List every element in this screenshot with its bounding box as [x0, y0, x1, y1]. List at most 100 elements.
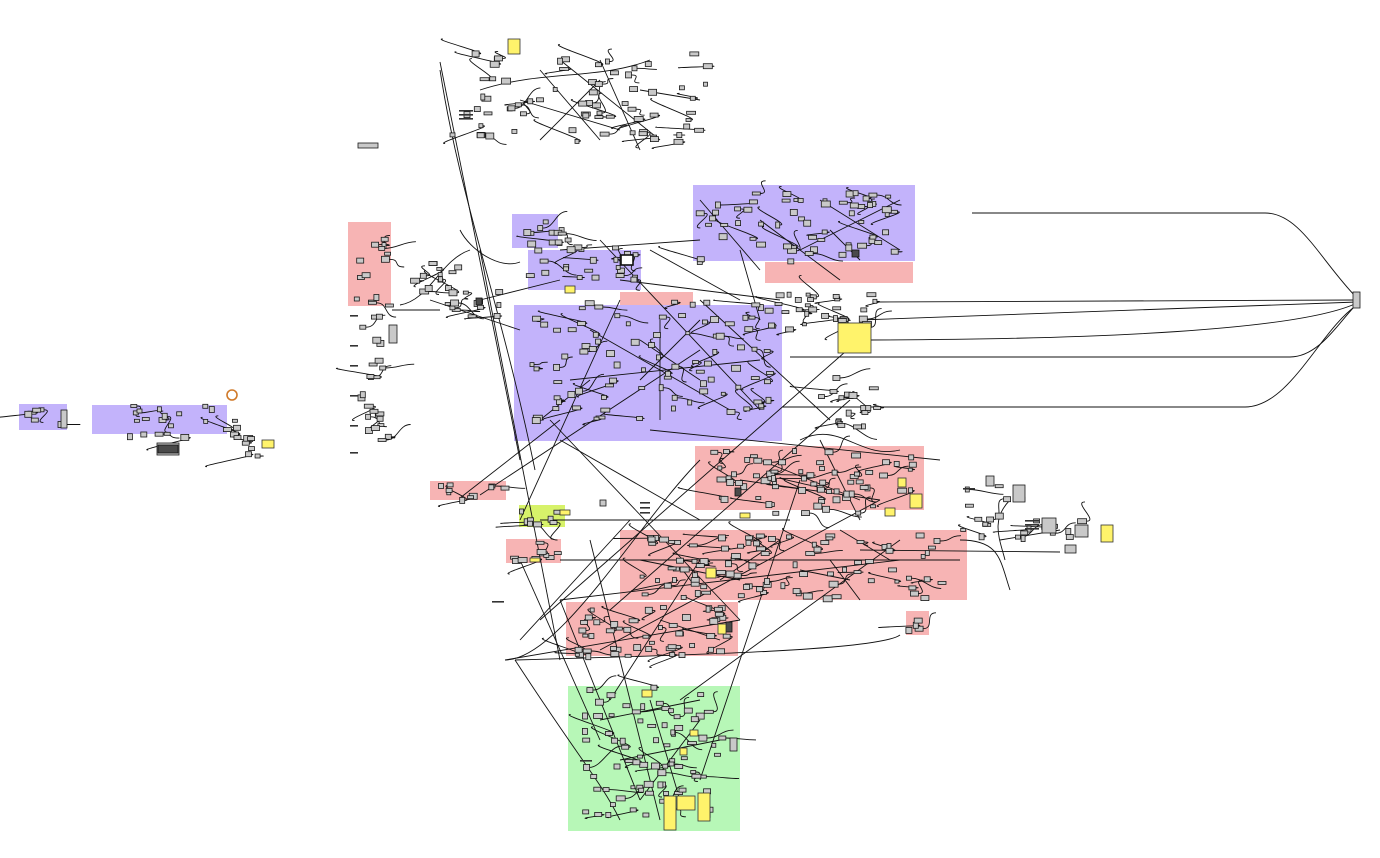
component-node[interactable]	[167, 423, 174, 429]
component-node[interactable]	[894, 579, 900, 584]
component-node[interactable]	[928, 545, 936, 550]
component-node[interactable]	[760, 477, 771, 485]
component-node[interactable]	[848, 490, 855, 498]
component-node[interactable]	[642, 634, 650, 639]
component-node[interactable]	[882, 229, 889, 236]
component-node[interactable]	[445, 487, 453, 493]
component-node[interactable]	[254, 453, 261, 459]
component-node[interactable]	[867, 202, 873, 209]
component-node[interactable]	[694, 590, 701, 597]
component-node[interactable]	[410, 277, 421, 284]
component-node[interactable]	[755, 496, 762, 500]
component-node[interactable]	[645, 790, 654, 796]
component-node[interactable]	[1077, 518, 1087, 525]
component-node[interactable]	[735, 480, 743, 486]
component-node[interactable]	[725, 570, 735, 578]
component-node[interactable]	[847, 479, 855, 485]
component-node[interactable]	[648, 342, 655, 349]
component-node[interactable]	[978, 533, 985, 541]
component-node[interactable]	[446, 482, 454, 488]
component-node[interactable]	[753, 399, 763, 405]
component-node[interactable]	[714, 752, 721, 757]
component-node[interactable]	[810, 481, 818, 487]
component-node[interactable]	[233, 424, 241, 431]
component-node[interactable]	[610, 70, 619, 76]
component-node[interactable]	[483, 111, 493, 116]
component-node[interactable]	[595, 62, 602, 68]
component-node[interactable]	[525, 273, 535, 279]
component-node[interactable]	[1020, 530, 1029, 536]
component-node[interactable]	[161, 412, 168, 420]
component-node[interactable]	[520, 111, 527, 117]
orange-circle-node[interactable]	[226, 389, 238, 401]
component-node[interactable]	[659, 536, 669, 543]
component-node[interactable]	[553, 327, 561, 333]
component-node[interactable]	[865, 469, 874, 475]
yellow-panel[interactable]	[884, 507, 896, 517]
component-node[interactable]	[699, 388, 709, 395]
component-node[interactable]	[785, 326, 794, 333]
component-node[interactable]	[1003, 496, 1011, 503]
component-node[interactable]	[824, 449, 834, 456]
component-node[interactable]	[893, 460, 900, 467]
component-node[interactable]	[579, 348, 589, 355]
component-node[interactable]	[906, 575, 912, 581]
component-node[interactable]	[913, 617, 923, 624]
component-node[interactable]	[1012, 484, 1026, 503]
component-node[interactable]	[154, 431, 164, 437]
component-node[interactable]	[208, 406, 215, 413]
component-node[interactable]	[828, 580, 839, 588]
component-node[interactable]	[593, 619, 601, 626]
component-node[interactable]	[613, 256, 619, 263]
component-node[interactable]	[695, 369, 705, 374]
component-node[interactable]	[845, 244, 853, 252]
component-node[interactable]	[553, 551, 562, 555]
component-node[interactable]	[537, 225, 544, 232]
component-node[interactable]	[833, 488, 840, 495]
component-node[interactable]	[653, 737, 659, 744]
component-node[interactable]	[577, 321, 586, 326]
component-node[interactable]	[751, 191, 761, 196]
component-node[interactable]	[589, 256, 597, 264]
component-node[interactable]	[588, 345, 597, 352]
component-node[interactable]	[494, 55, 503, 62]
component-node[interactable]	[825, 536, 834, 541]
component-node[interactable]	[371, 241, 380, 248]
component-node[interactable]	[765, 501, 773, 509]
component-node[interactable]	[656, 354, 661, 361]
component-node[interactable]	[580, 620, 588, 625]
component-node[interactable]	[1015, 534, 1021, 540]
component-node[interactable]	[611, 737, 618, 744]
component-node[interactable]	[819, 479, 827, 486]
component-node[interactable]	[24, 410, 33, 418]
component-node[interactable]	[436, 266, 443, 271]
component-node[interactable]	[745, 539, 752, 546]
component-node[interactable]	[872, 298, 878, 304]
component-node[interactable]	[593, 416, 600, 421]
component-node[interactable]	[648, 541, 657, 546]
component-node[interactable]	[222, 427, 232, 433]
component-node[interactable]	[641, 592, 649, 597]
component-node[interactable]	[720, 223, 729, 227]
component-node[interactable]	[725, 621, 733, 633]
component-node[interactable]	[375, 411, 385, 417]
component-node[interactable]	[869, 234, 877, 240]
component-node[interactable]	[860, 307, 868, 313]
component-node[interactable]	[716, 648, 725, 655]
component-node[interactable]	[985, 475, 995, 487]
component-node[interactable]	[176, 411, 183, 417]
component-node[interactable]	[737, 593, 745, 599]
component-node[interactable]	[700, 584, 708, 590]
component-node[interactable]	[233, 435, 242, 441]
component-node[interactable]	[629, 807, 637, 813]
component-node[interactable]	[631, 709, 641, 715]
component-node[interactable]	[548, 229, 555, 236]
component-node[interactable]	[758, 221, 764, 227]
component-node[interactable]	[716, 570, 726, 575]
component-node[interactable]	[676, 132, 683, 139]
component-node[interactable]	[831, 594, 842, 600]
component-node[interactable]	[771, 475, 776, 483]
component-node[interactable]	[592, 331, 599, 338]
component-node[interactable]	[649, 112, 659, 118]
